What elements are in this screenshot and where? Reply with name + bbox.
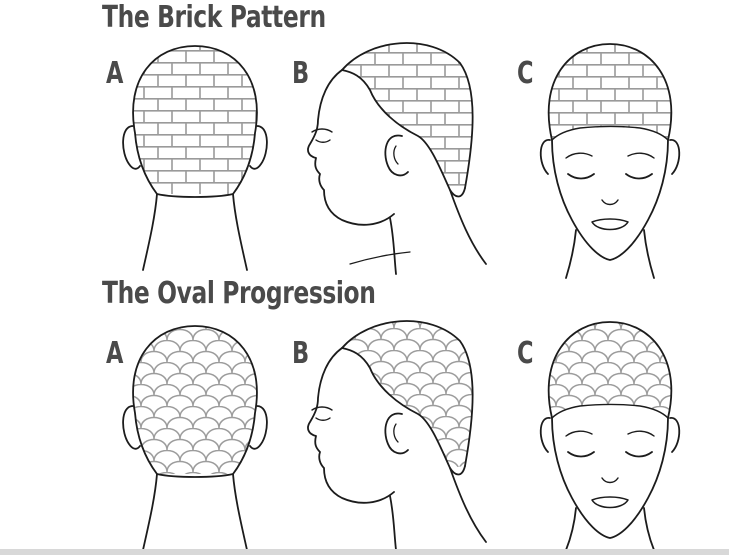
brick-view-b-label: B — [292, 56, 310, 91]
brick-pattern-title: The Brick Pattern — [102, 0, 326, 35]
brick-profile-head-illustration — [307, 42, 487, 275]
bottom-divider — [0, 549, 729, 555]
oval-front-head-illustration — [539, 321, 681, 551]
brick-view-c-label: C — [517, 56, 534, 91]
oval-view-a-label: A — [106, 336, 124, 371]
oval-profile-head-illustration — [307, 320, 487, 551]
brick-hair-grid — [133, 46, 257, 194]
brick-back-head-illustration — [122, 45, 268, 271]
oval-view-c-label: C — [517, 336, 534, 371]
oval-progression-title: The Oval Progression — [102, 276, 376, 311]
brick-front-head-illustration — [539, 43, 681, 279]
oval-back-head-illustration — [122, 325, 268, 551]
oval-view-b-label: B — [292, 336, 310, 371]
brick-view-a-label: A — [106, 56, 124, 91]
